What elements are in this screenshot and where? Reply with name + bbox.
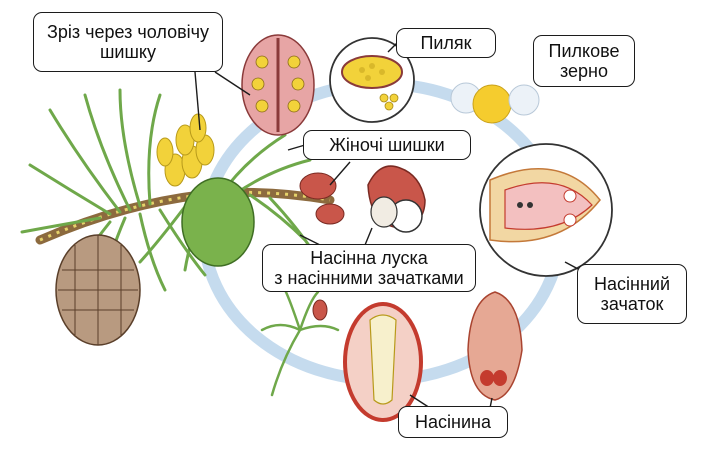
label-seed-scale-line1: Насінна луска bbox=[310, 248, 427, 268]
ovule-detail bbox=[480, 144, 612, 276]
label-male-cone-section-line1: Зріз через чоловічу bbox=[47, 22, 209, 42]
label-pollen-grain-line1: Пилкове bbox=[549, 41, 620, 61]
label-female-cones: Жіночі шишки bbox=[303, 130, 471, 160]
label-seed-scale-line2: з насінними зачатками bbox=[274, 268, 463, 288]
label-ovule: Насінний зачаток bbox=[577, 264, 687, 324]
label-male-cone-section-line2: шишку bbox=[100, 42, 156, 62]
seed-scale bbox=[368, 166, 425, 232]
label-pollen-grain: Пилкове зерно bbox=[533, 35, 635, 87]
label-male-cone-section: Зріз через чоловічу шишку bbox=[33, 12, 223, 72]
label-seed: Насінина bbox=[398, 406, 508, 438]
label-ovule-line1: Насінний bbox=[594, 274, 670, 294]
male-cones bbox=[157, 114, 214, 186]
seed-section bbox=[345, 304, 421, 420]
label-ovule-line2: зачаток bbox=[601, 294, 664, 314]
mature-pine-cone bbox=[56, 235, 140, 345]
label-anther: Пиляк bbox=[396, 28, 496, 58]
pollen-grain bbox=[451, 83, 539, 123]
young-green-cone bbox=[182, 178, 254, 266]
winged-seed bbox=[468, 292, 522, 400]
male-cone-section bbox=[242, 35, 314, 135]
label-pollen-grain-line2: зерно bbox=[560, 61, 608, 81]
label-seed-scale: Насінна луска з насінними зачатками bbox=[262, 244, 476, 292]
